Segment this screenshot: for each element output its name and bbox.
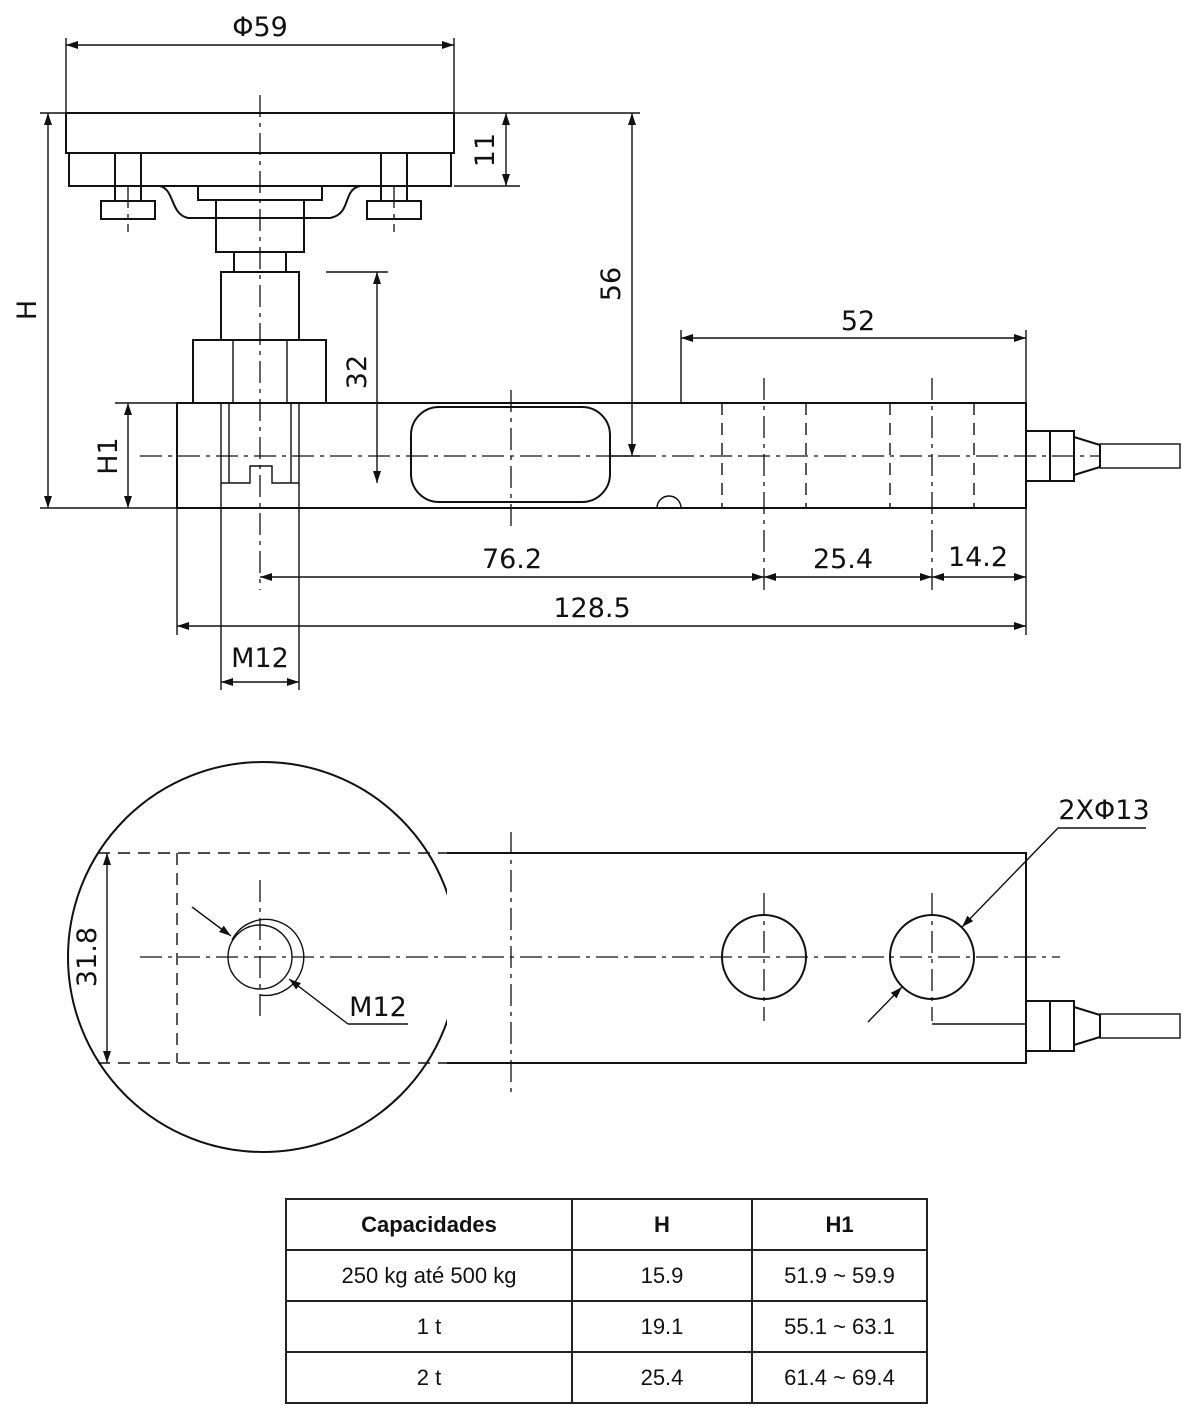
dim-52: 52 <box>841 306 875 337</box>
header-capacidades: Capacidades <box>285 1198 573 1251</box>
dim-76-2: 76.2 <box>482 544 542 575</box>
dim-32: 32 <box>342 355 373 389</box>
dim-14-2: 14.2 <box>948 542 1008 573</box>
dim-m12-side: M12 <box>231 643 289 674</box>
dim-phi59: Φ59 <box>232 12 288 43</box>
top-view: 31.8 M12 2XΦ13 <box>67 761 1181 1153</box>
cell-capacity: 1 t <box>285 1300 573 1353</box>
dim-25-4: 25.4 <box>813 544 873 575</box>
table-row: 1 t 19.1 55.1 ~ 63.1 <box>285 1300 928 1353</box>
dim-m12-top: M12 <box>349 992 407 1023</box>
dim-11: 11 <box>470 133 501 167</box>
header-h1: H1 <box>751 1198 928 1251</box>
cell-h: 25.4 <box>571 1351 753 1404</box>
dim-56: 56 <box>596 267 627 301</box>
capacity-table: Capacidades H H1 250 kg até 500 kg 15.9 … <box>285 1198 928 1404</box>
side-view: Φ59 11 56 H 32 H1 52 76.2 25.4 14.2 128.… <box>12 12 1181 690</box>
table-row: 250 kg até 500 kg 15.9 51.9 ~ 59.9 <box>285 1249 928 1302</box>
dim-H: H <box>12 300 43 320</box>
cable-gland-top <box>1025 1000 1181 1052</box>
beam-top-view <box>447 853 1026 1063</box>
cell-h1: 55.1 ~ 63.1 <box>751 1300 928 1353</box>
cell-h1: 51.9 ~ 59.9 <box>751 1249 928 1302</box>
technical-drawing: Φ59 11 56 H 32 H1 52 76.2 25.4 14.2 128.… <box>12 12 1181 1153</box>
cell-capacity: 250 kg até 500 kg <box>285 1249 573 1302</box>
dim-31-8: 31.8 <box>72 927 103 987</box>
dim-H1: H1 <box>93 437 124 474</box>
table-header-row: Capacidades H H1 <box>285 1198 928 1251</box>
cable-gland-side <box>1025 430 1181 482</box>
dim-128-5: 128.5 <box>553 593 630 624</box>
cell-h1: 61.4 ~ 69.4 <box>751 1351 928 1404</box>
cell-capacity: 2 t <box>285 1351 573 1404</box>
table-row: 2 t 25.4 61.4 ~ 69.4 <box>285 1351 928 1404</box>
header-h: H <box>571 1198 753 1251</box>
cell-h: 19.1 <box>571 1300 753 1353</box>
spring-bracket <box>159 185 361 219</box>
dim-2x-phi13: 2XΦ13 <box>1058 795 1149 826</box>
cell-h: 15.9 <box>571 1249 753 1302</box>
